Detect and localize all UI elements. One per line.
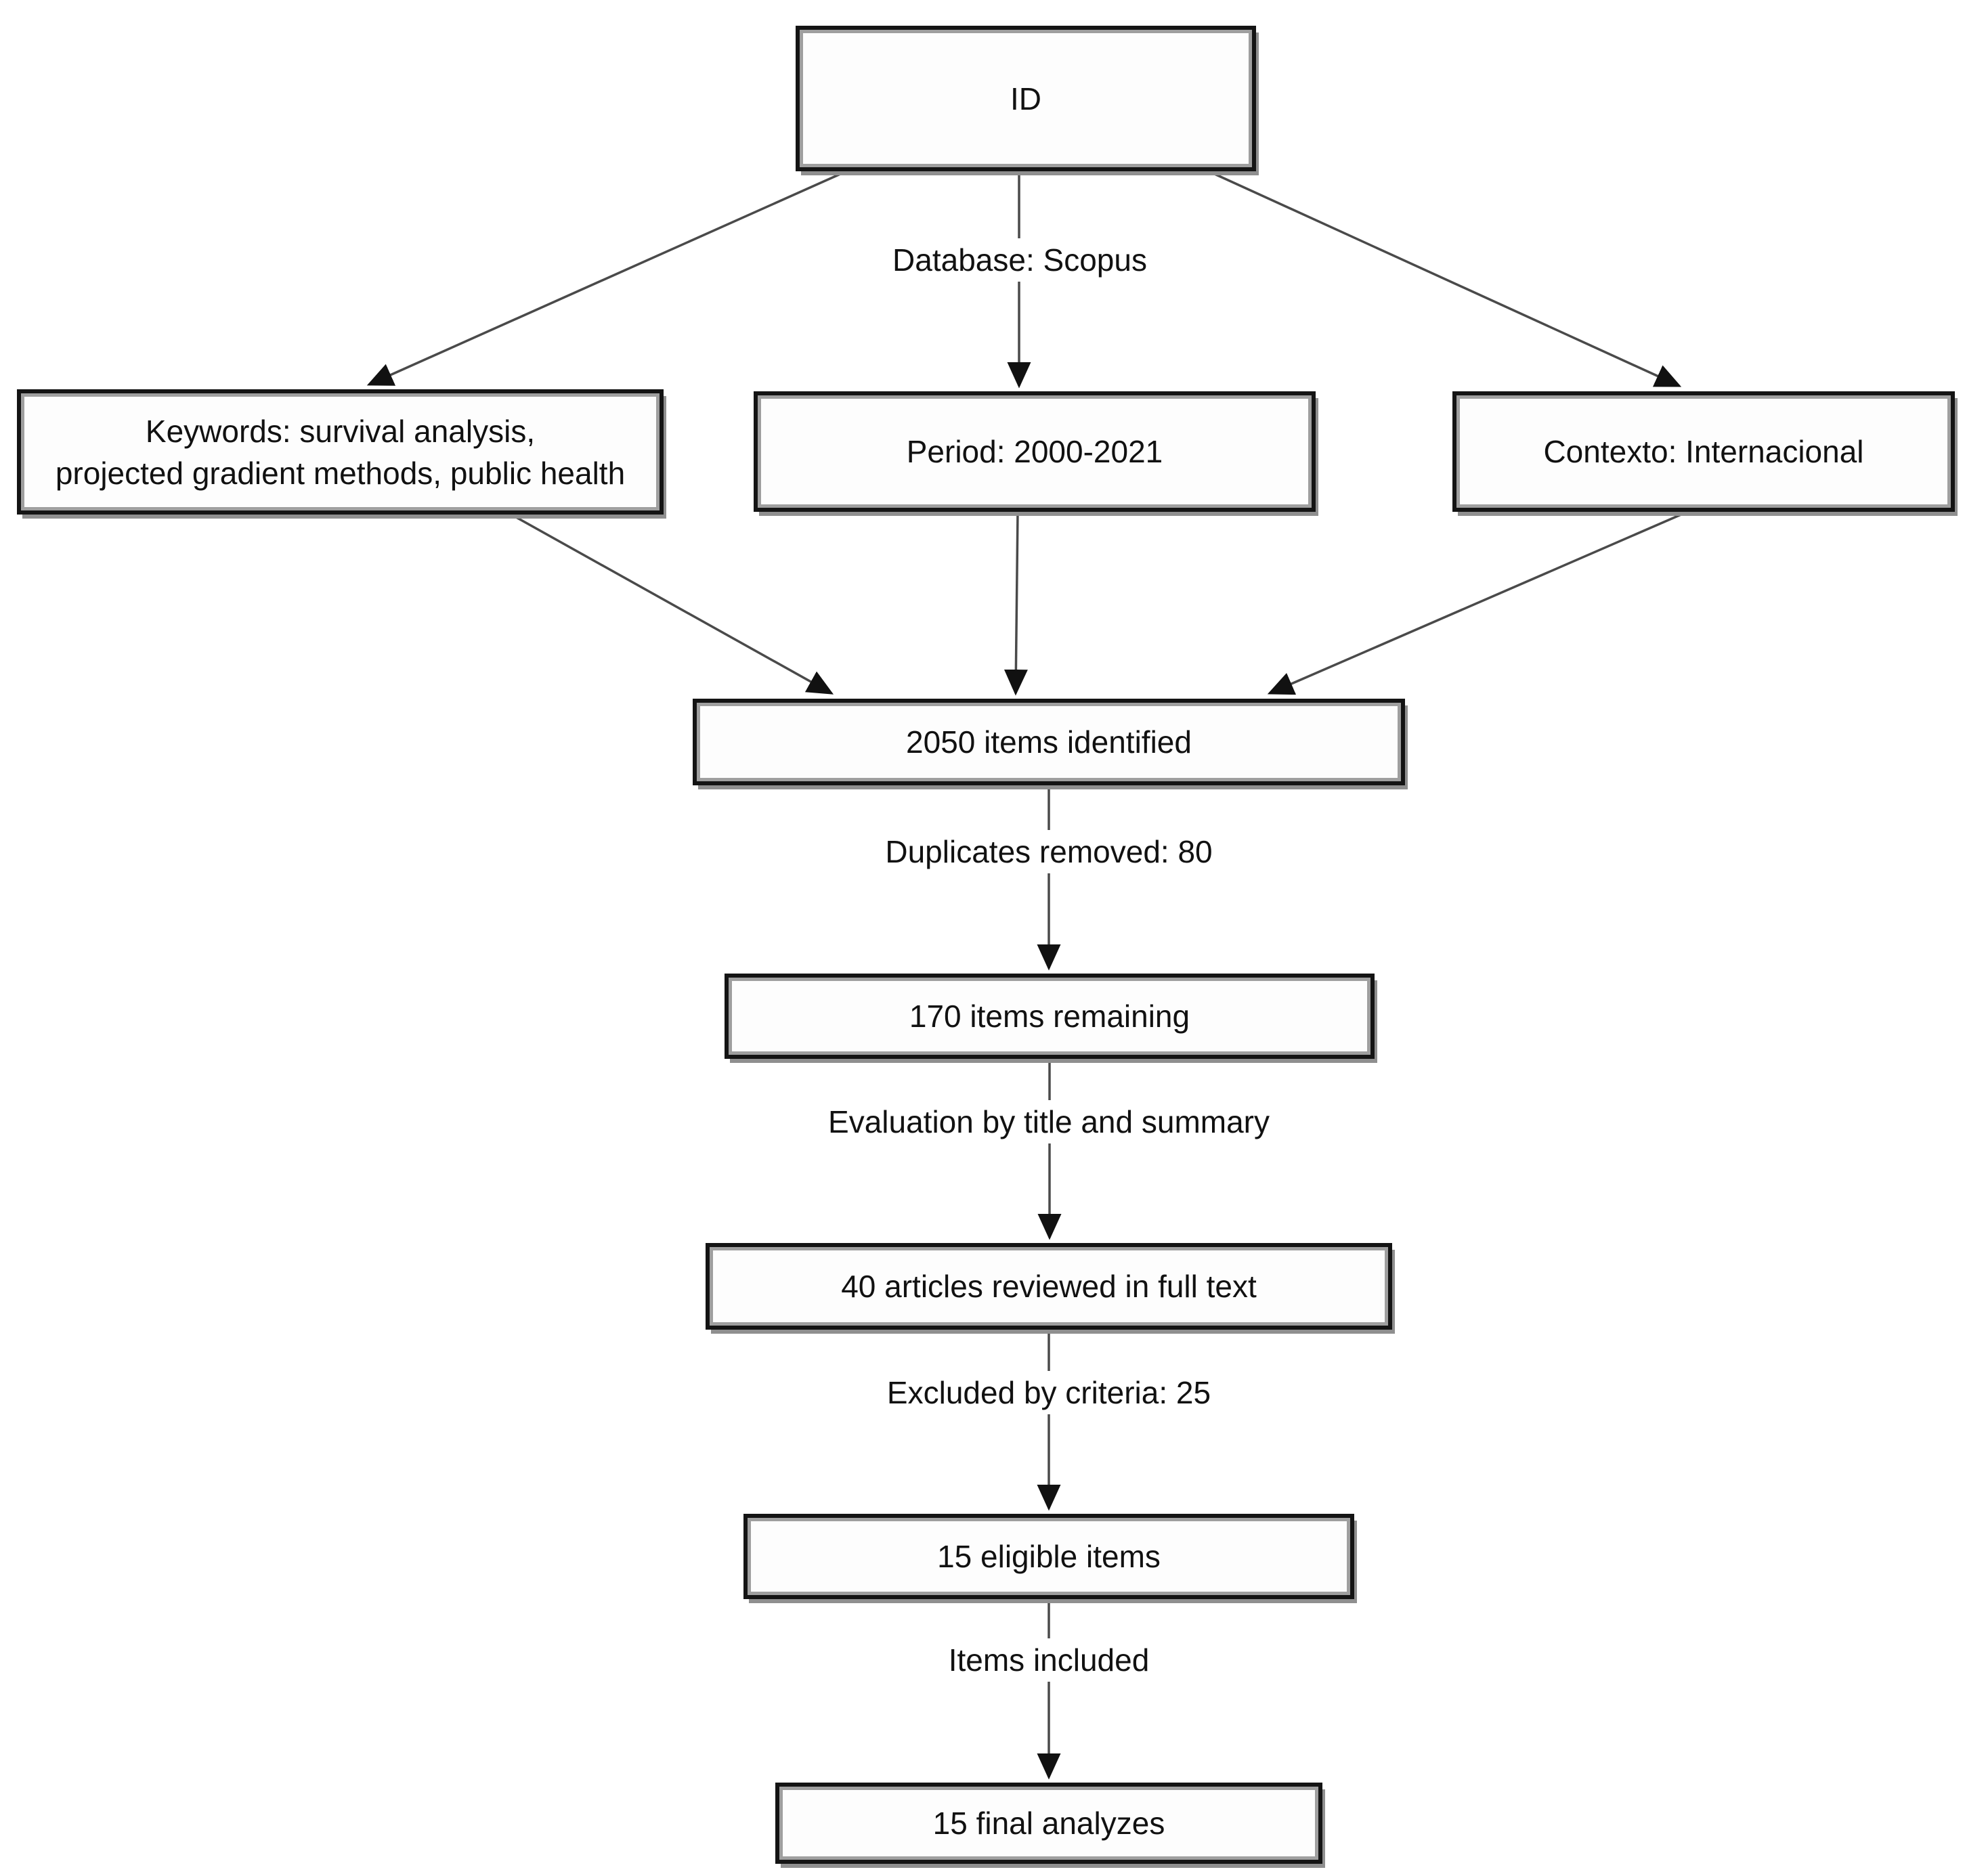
node-id-label: ID [1010, 81, 1041, 116]
node-contexto-label: Contexto: Internacional [1543, 434, 1864, 469]
node-items-remaining-box: 170 items remaining [725, 974, 1375, 1059]
node-final-analyzes-box: 15 final analyzes [775, 1783, 1322, 1864]
arrow-contexto-to-identified [1267, 510, 1688, 695]
arrow-keywords-to-identified [511, 513, 834, 695]
node-keywords-label-line2: projected gradient methods, public healt… [55, 455, 626, 491]
edge-label-database: Database: Scopus [882, 238, 1158, 282]
edge-label-items-included: Items included [937, 1638, 1161, 1682]
edge-label-excluded-by-criteria: Excluded by criteria: 25 [876, 1371, 1222, 1414]
arrow-id-to-keywords [366, 170, 847, 386]
arrow-id-to-contexto [1208, 170, 1682, 387]
node-eligible-items-label: 15 eligible items [937, 1539, 1161, 1574]
node-fulltext-review-label: 40 articles reviewed in full text [841, 1269, 1257, 1304]
node-keywords-box: Keywords: survival analysis, projected g… [17, 389, 664, 515]
node-eligible-items-box: 15 eligible items [743, 1514, 1354, 1599]
node-contexto-box: Contexto: Internacional [1452, 391, 1955, 512]
node-id-box: ID [796, 26, 1256, 171]
node-fulltext-review-box: 40 articles reviewed in full text [706, 1243, 1392, 1330]
node-period-label: Period: 2000-2021 [906, 434, 1163, 469]
node-items-identified-label: 2050 items identified [906, 724, 1192, 760]
node-keywords-label-line1: Keywords: survival analysis, [145, 413, 536, 449]
edge-label-evaluation: Evaluation by title and summary [817, 1100, 1280, 1143]
node-items-identified-box: 2050 items identified [693, 699, 1405, 785]
arrow-period-to-identified [1003, 511, 1028, 696]
node-period-box: Period: 2000-2021 [754, 391, 1316, 512]
edge-label-duplicates-removed: Duplicates removed: 80 [874, 830, 1224, 873]
node-final-analyzes-label: 15 final analyzes [932, 1806, 1165, 1841]
node-items-remaining-label: 170 items remaining [909, 999, 1190, 1034]
